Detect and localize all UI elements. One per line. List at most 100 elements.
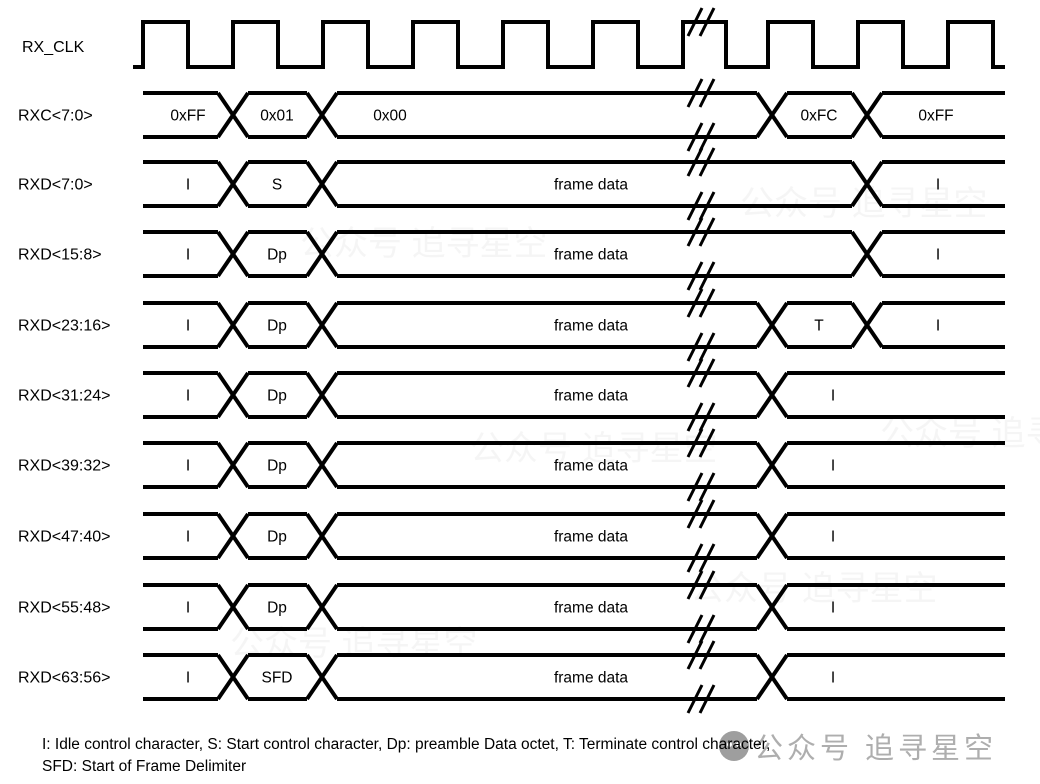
- signal-label: RXD<55:48>: [18, 600, 111, 617]
- bus-cell-label: I: [186, 388, 190, 405]
- wechat-icon: [719, 731, 749, 761]
- break-mark-icon: [686, 78, 716, 108]
- break-slash: [698, 288, 716, 318]
- break-slash: [698, 332, 716, 362]
- tiled-watermark-text: 公众号 追寻星空: [690, 570, 937, 608]
- bus-cell-label: I: [831, 670, 835, 687]
- break-mark-icon: [686, 358, 716, 388]
- break-mark-icon: [686, 472, 716, 502]
- bus-cell-label: frame data: [554, 600, 628, 617]
- break-mark-icon: [686, 428, 716, 458]
- bus-waveform-6: [143, 512, 1005, 560]
- break-slash: [686, 543, 704, 573]
- bus-cell-label: frame data: [554, 529, 628, 546]
- bus-waveform-0: [143, 91, 1005, 139]
- bus-cell-label: 0x01: [260, 108, 294, 125]
- signal-label: RXD<47:40>: [18, 529, 111, 546]
- break-slash: [698, 217, 716, 247]
- bus-cell-label: frame data: [554, 458, 628, 475]
- break-slash: [698, 428, 716, 458]
- bus-cell-label: frame data: [554, 670, 628, 687]
- bus-cell-label: 0xFF: [918, 108, 953, 125]
- clock-break-mark-icon: [686, 7, 716, 37]
- bus-cell-label: I: [186, 318, 190, 335]
- break-slash: [698, 78, 716, 108]
- bus-cell-label: Dp: [267, 247, 287, 264]
- break-slash: [686, 122, 704, 152]
- bus-cell-label: Dp: [267, 529, 287, 546]
- break-mark-icon: [686, 122, 716, 152]
- signal-label: RXD<15:8>: [18, 247, 102, 264]
- break-mark-icon: [686, 288, 716, 318]
- bus-waveform-7: [143, 583, 1005, 631]
- break-slash: [698, 543, 716, 573]
- bus-cell-label: I: [936, 247, 940, 264]
- legend: I: Idle control character, S: Start cont…: [42, 734, 770, 778]
- legend-line-2: SFD: Start of Frame Delimiter: [42, 758, 247, 775]
- break-slash: [698, 640, 716, 670]
- break-slash: [698, 122, 716, 152]
- bus-cell-label: I: [186, 177, 190, 194]
- break-mark-icon: [686, 570, 716, 600]
- bus-cell-label: frame data: [554, 177, 628, 194]
- break-mark-icon: [686, 332, 716, 362]
- bus-cell-label: Dp: [267, 458, 287, 475]
- break-slash: [686, 684, 704, 714]
- legend-line-1: I: Idle control character, S: Start cont…: [42, 736, 771, 753]
- bus-cell-label: I: [186, 458, 190, 475]
- bus-waveform-3: [143, 301, 1005, 349]
- break-slash: [698, 191, 716, 221]
- break-slash: [698, 358, 716, 388]
- bus-cell-label: T: [814, 318, 824, 335]
- break-slash: [698, 261, 716, 291]
- bus-waveform-1: [143, 160, 1005, 208]
- break-slash: [686, 428, 704, 458]
- break-slash: [698, 402, 716, 432]
- break-mark-icon: [686, 499, 716, 529]
- bus-waveform-5: [143, 441, 1005, 489]
- break-mark-icon: [686, 261, 716, 291]
- break-slash: [698, 7, 716, 37]
- break-mark-icon: [686, 543, 716, 573]
- break-slash: [686, 7, 704, 37]
- break-slash: [698, 499, 716, 529]
- break-slash: [698, 614, 716, 644]
- break-slash: [686, 288, 704, 318]
- break-slash: [686, 614, 704, 644]
- bus-cell-label: SFD: [262, 670, 293, 687]
- break-slash: [686, 332, 704, 362]
- bus-cell-label: frame data: [554, 318, 628, 335]
- clock-waveform: [133, 20, 1005, 69]
- bus-cell-label: I: [831, 600, 835, 617]
- break-slash: [698, 570, 716, 600]
- break-mark-icon: [686, 614, 716, 644]
- signal-label: RXC<7:0>: [18, 108, 93, 125]
- signal-label: RXD<63:56>: [18, 670, 111, 687]
- break-slash: [698, 684, 716, 714]
- break-slash: [686, 217, 704, 247]
- bus-cell-label: I: [186, 600, 190, 617]
- break-slash: [686, 499, 704, 529]
- bus-cell-label: I: [936, 318, 940, 335]
- break-slash: [686, 358, 704, 388]
- signal-label: RXD<39:32>: [18, 458, 111, 475]
- break-slash: [686, 191, 704, 221]
- bus-cell-label: I: [186, 670, 190, 687]
- bus-waveform-2: [143, 230, 1005, 278]
- bus-cell-label: frame data: [554, 247, 628, 264]
- wechat-icon-eye: [736, 742, 741, 747]
- bus-cell-label: 0xFC: [800, 108, 837, 125]
- bus-cell-label: 0xFF: [170, 108, 205, 125]
- break-slash: [686, 261, 704, 291]
- break-slash: [686, 147, 704, 177]
- bus-cell-label: Dp: [267, 318, 287, 335]
- break-mark-icon: [686, 191, 716, 221]
- break-mark-icon: [686, 147, 716, 177]
- signal-label: RXD<7:0>: [18, 177, 93, 194]
- signal-label: RXD<31:24>: [18, 388, 111, 405]
- bus-cell-label: I: [831, 529, 835, 546]
- bus-cell-label: Dp: [267, 600, 287, 617]
